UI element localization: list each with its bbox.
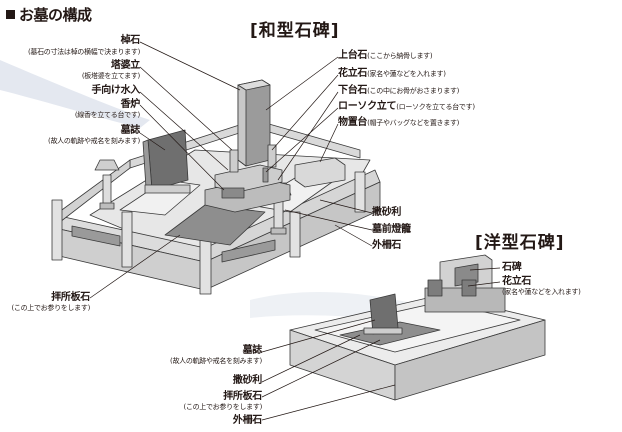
label-toubatate-note: (板塔婆を立てます)	[81, 72, 140, 80]
fence-panel-left	[71, 225, 121, 247]
label-makijari: 撒砂利	[372, 207, 402, 218]
label-bottom-haisho-note: (この上でお参りをします)	[183, 403, 262, 411]
label-toubatate: 塔婆立	[110, 60, 140, 71]
label-boshi-note: (故人の軌跡や戒名を刻みます)	[48, 137, 140, 145]
label-kouro-note: (線香を立てる台です)	[74, 111, 140, 119]
section-yougata: [洋型石碑]	[475, 233, 565, 253]
lantern-left	[94, 159, 120, 210]
label-bottom-gaisaku: 外柵石	[232, 415, 262, 426]
label-bottom-jari: 撒砂利	[232, 375, 262, 386]
label-yougata-hanatate-note: (家名や蓮などを入れます)	[502, 288, 581, 296]
label-kouro: 香炉	[120, 99, 141, 110]
fence-panel-right	[221, 239, 276, 263]
page-title: お墓の構成	[6, 4, 92, 25]
label-hanatate: 花立石(家名や蓮などを入れます)	[338, 68, 446, 79]
title-text: お墓の構成	[19, 6, 92, 24]
label-bottom-haisho: 拝所板石	[223, 391, 262, 402]
post-4	[289, 211, 301, 258]
label-kamidai: 上台石(ここから納骨します)	[338, 50, 433, 61]
monooki-dai	[294, 157, 346, 188]
label-gaisaku: 外柵石	[372, 240, 402, 251]
post-2	[121, 211, 133, 268]
bg-swoosh-left	[0, 60, 150, 128]
label-monooki: 物置台(帽子やバッグなどを置きます)	[338, 117, 460, 128]
rousoku-tate	[262, 167, 269, 183]
yougata-fence-front-right	[394, 319, 546, 401]
label-saoishi-note: (墓石の寸法は棹の横幅で決まります)	[27, 48, 140, 56]
hanatate-right	[267, 144, 277, 168]
haisho-ita-ishi	[164, 204, 266, 246]
hanatate-left	[229, 149, 239, 173]
post-1	[51, 199, 63, 261]
label-bozen-touro: 墓前燈籠	[372, 224, 411, 235]
label-bottom-boshi: 墓誌	[242, 345, 263, 356]
label-shitadai: 下台石(この中にお骨がおさまります)	[338, 85, 460, 96]
label-boshi: 墓誌	[120, 125, 141, 136]
label-saoishi: 棹石	[120, 35, 141, 46]
label-bottom-boshi-note: (故人の軌跡や戒名を刻みます)	[170, 357, 262, 365]
leader-lines	[89, 41, 501, 421]
wagata-grave	[51, 79, 381, 295]
title-square-icon	[6, 10, 15, 19]
label-haisho-ita-ishi: 拝所板石	[51, 292, 90, 303]
section-wagata: [和型石碑]	[250, 21, 340, 41]
kouro	[221, 187, 245, 199]
label-haisho-ita-ishi-note: (この上でお参りをします)	[11, 304, 90, 312]
yougata-hanatate-left	[427, 279, 443, 297]
yougata-grave	[289, 254, 546, 401]
label-rousoku: ローソク立て(ローソクを立てる台です)	[338, 101, 475, 112]
label-sekihi: 石碑	[502, 262, 522, 273]
yougata-hanatate-right	[461, 279, 477, 297]
boshi-tablet	[147, 129, 189, 191]
post-5	[354, 171, 366, 213]
label-yougata-hanatate: 花立石	[502, 276, 532, 287]
label-tamuke-mizuire: 手向け水入	[91, 85, 141, 96]
